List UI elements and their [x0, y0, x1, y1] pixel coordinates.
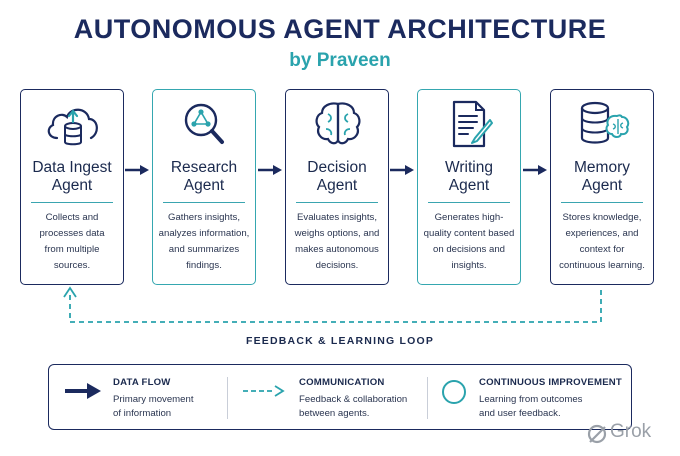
legend-item-continuous-improvement: CONTINUOUS IMPROVEMENT Learning from out… [441, 365, 629, 429]
feedback-loop-label: FEEDBACK & LEARNING LOOP [245, 335, 435, 347]
card-separator [296, 202, 378, 203]
agent-description: Stores knowledge,experiences, and contex… [559, 212, 645, 271]
circle-icon [442, 380, 466, 404]
flow-arrow-icon [258, 165, 282, 175]
agent-description: Gathers insights,analyzes information, a… [158, 212, 250, 271]
database-brain-icon [580, 101, 630, 144]
agent-description: Generates high-quality content based on … [423, 212, 515, 271]
flow-arrow-icon [125, 165, 149, 175]
card-separator [561, 202, 643, 203]
magnifier-network-icon [184, 103, 224, 144]
flow-arrow-icon [390, 165, 414, 175]
cloud-database-icon [47, 108, 98, 146]
watermark-text: Grok [610, 421, 652, 442]
diagram-title: AUTONOMOUS AGENT ARCHITECTURE [73, 14, 607, 44]
solid-arrow-icon [65, 383, 101, 399]
document-pen-icon [452, 100, 493, 148]
legend-divider [427, 377, 428, 419]
card-separator [163, 202, 245, 203]
brain-icon [315, 102, 361, 145]
flow-arrow-icon [523, 165, 547, 175]
agent-description: Evaluates insights,weighs options, and m… [294, 212, 380, 271]
dashed-arrow-icon [243, 385, 285, 397]
legend-divider [227, 377, 228, 419]
card-separator [428, 202, 510, 203]
grok-watermark: Grok [586, 419, 666, 447]
diagram-subtitle: by Praveen [289, 50, 391, 71]
grok-logo-icon [587, 424, 607, 444]
card-separator [31, 202, 113, 203]
